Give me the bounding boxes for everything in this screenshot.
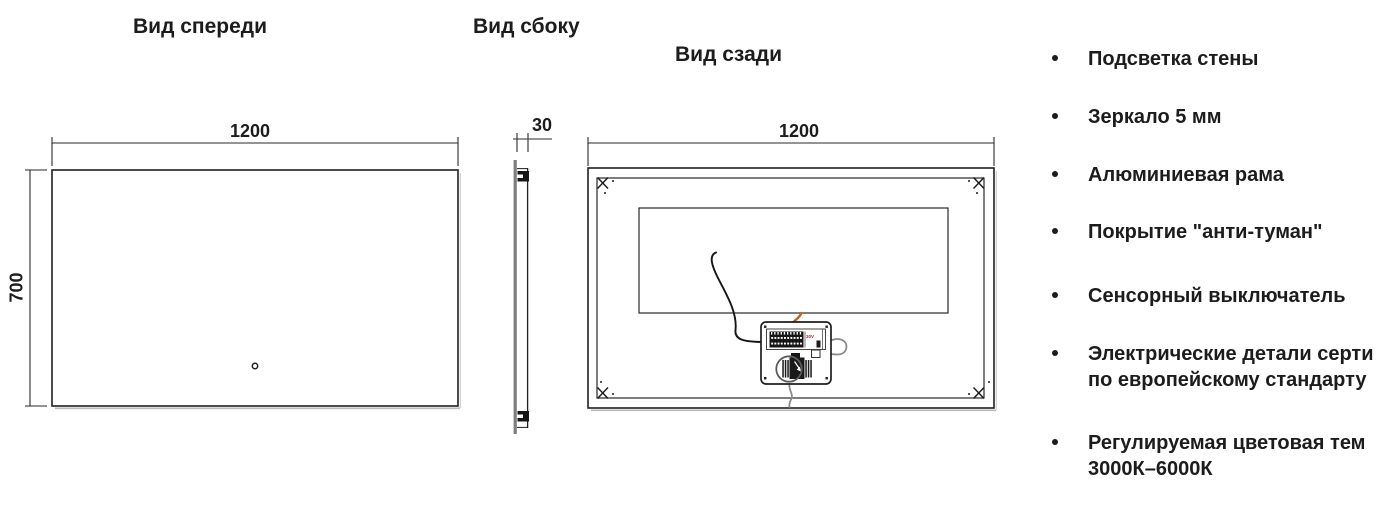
- feature-item-certified-electrics: Электрические детали серти по европейско…: [1046, 342, 1374, 393]
- gray-outlet-wire: [788, 380, 793, 408]
- feature-item-aluminium-frame: Алюминиевая рама: [1046, 163, 1284, 189]
- side-view-drawing: [513, 133, 552, 434]
- feature-line: Электрические детали серти: [1088, 343, 1374, 365]
- bullet-icon: [1052, 113, 1058, 119]
- bullet-icon: [1052, 439, 1058, 445]
- bullet-icon: [1052, 171, 1058, 177]
- feature-line: Покрытие "анти-туман": [1088, 221, 1323, 243]
- feature-line: по европейскому стандарту: [1088, 368, 1367, 391]
- junction-box: [760, 321, 832, 385]
- bullet-icon: [1052, 350, 1058, 356]
- side-depth-dimension-line: [513, 133, 552, 152]
- front-view-drawing: [25, 137, 461, 410]
- driver-voltage-label: 30V: [806, 334, 815, 339]
- feature-item-antifog-coating: Покрытие "анти-туман": [1046, 220, 1322, 246]
- bullet-icon: [1052, 292, 1058, 298]
- feature-item-adjustable-color-temp: Регулируемая цветовая тем 3000К–6000К: [1046, 431, 1365, 482]
- back-width-dimension-line: [587, 137, 995, 166]
- terminal-contacts: [771, 332, 802, 345]
- mirror-front-outline: [51, 169, 459, 407]
- corner-fixing-mark-bottom-left: [596, 381, 614, 400]
- corner-fixing-mark-top-right: [968, 176, 985, 194]
- corner-fixing-mark-top-left: [596, 176, 614, 194]
- side-view-title: Вид сбоку: [473, 15, 580, 38]
- front-height-dim-label: 700: [6, 272, 27, 303]
- touch-sensor-dot: [251, 362, 259, 370]
- mirror-glass-profile: [513, 160, 517, 434]
- bullet-icon: [1052, 55, 1058, 61]
- front-width-dimension-line: [51, 137, 459, 166]
- feature-item-touch-switch: Сенсорный выключатель: [1046, 284, 1346, 310]
- back-width-dim-label: 1200: [778, 121, 820, 141]
- back-view-title: Вид сзади: [675, 43, 782, 66]
- bullet-icon: [1052, 228, 1058, 234]
- front-view-title: Вид спереди: [133, 15, 268, 38]
- feature-line: Зеркало 5 мм: [1088, 106, 1222, 128]
- feature-line: Подсветка стены: [1088, 48, 1259, 70]
- feature-line: Регулируемая цветовая тем: [1088, 432, 1366, 454]
- front-height-dimension-line: [25, 169, 47, 407]
- feature-line: 3000К–6000К: [1088, 457, 1213, 480]
- mounting-bracket-bottom: [517, 411, 529, 422]
- feature-item-mirror-5mm: Зеркало 5 мм: [1046, 105, 1222, 131]
- front-width-dim-label: 1200: [229, 121, 271, 141]
- black-power-wire: [710, 251, 762, 343]
- led-backlight-panel: [638, 207, 949, 314]
- wire-coil: [775, 355, 803, 383]
- wire-connector: [811, 349, 821, 358]
- back-view-drawing: [587, 137, 997, 412]
- corner-fixing-mark-bottom-right: [968, 381, 990, 400]
- side-depth-dim-label: 30: [531, 115, 553, 135]
- feature-line: Алюминиевая рама: [1088, 164, 1284, 186]
- aluminium-frame-inner: [596, 177, 985, 399]
- feature-item-wall-backlight: Подсветка стены: [1046, 47, 1258, 73]
- mounting-bracket-top: [517, 171, 529, 182]
- fuse-block: [816, 340, 821, 348]
- feature-line: Сенсорный выключатель: [1088, 285, 1346, 307]
